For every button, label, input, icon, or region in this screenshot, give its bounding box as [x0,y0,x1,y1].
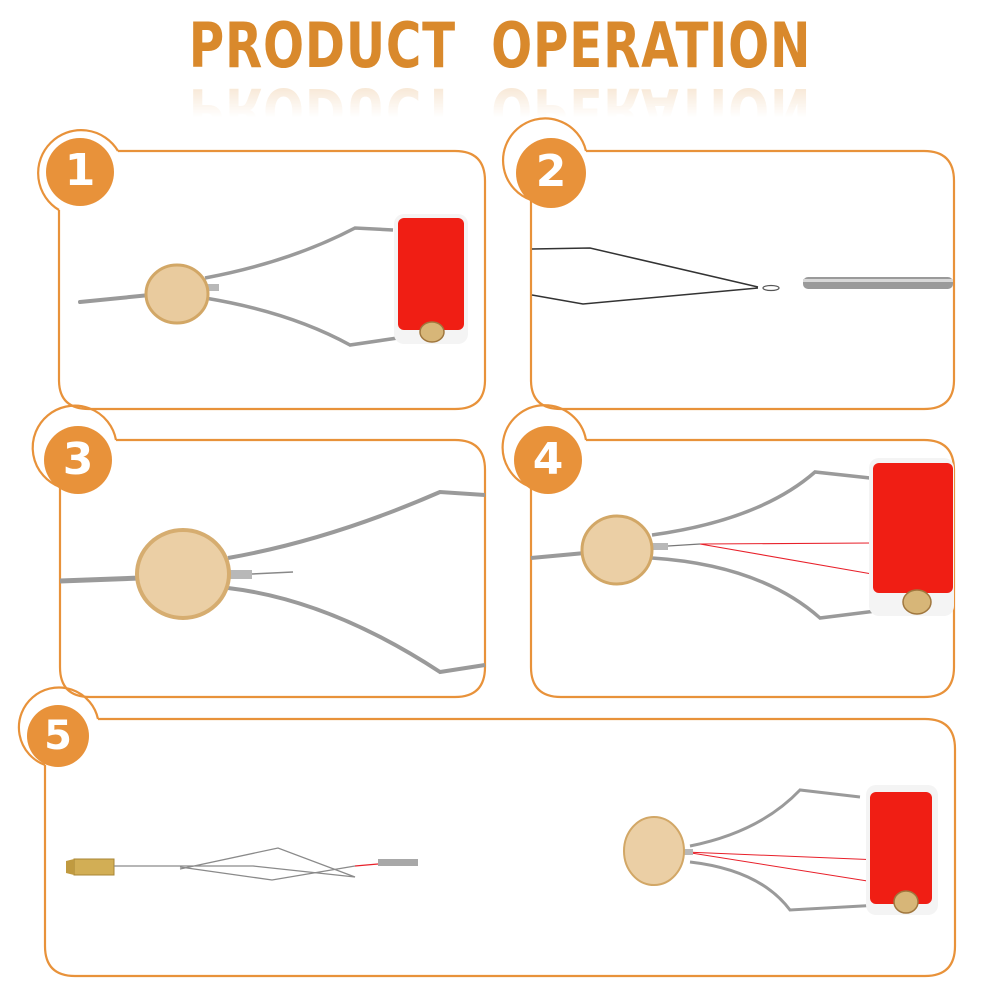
step-number: 4 [532,434,564,485]
step-number: 2 [535,146,567,197]
step-badge [516,138,586,208]
step-badge [44,426,112,494]
step-number: 1 [64,145,96,196]
step-badge [46,138,114,206]
page-title-reflection: PRODUCT OPERATION [188,74,812,147]
step-number: 5 [44,713,72,759]
page-header: PRODUCT OPERATION PRODUCT OPERATION [0,0,1000,148]
step-number: 3 [62,434,94,485]
step-badge [514,426,582,494]
step-badge [27,705,89,767]
page-title: PRODUCT OPERATION [188,9,812,82]
